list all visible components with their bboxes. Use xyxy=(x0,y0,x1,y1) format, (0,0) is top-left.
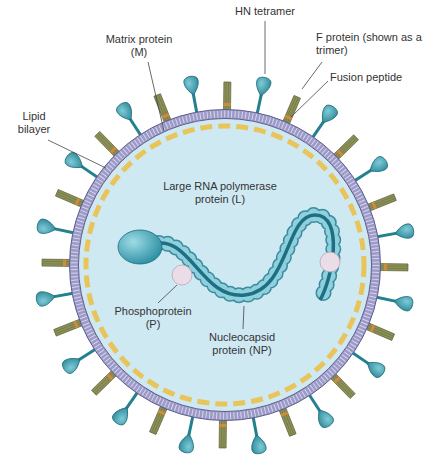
envelope-spikes xyxy=(35,75,415,455)
nucleocapsid xyxy=(150,215,333,300)
part-label: Matrix protein (M) xyxy=(98,33,180,59)
leader-lines xyxy=(48,21,328,329)
phosphoprotein-p xyxy=(172,265,192,285)
virion-interior xyxy=(79,119,371,411)
part-label: HN tetramer xyxy=(225,5,305,18)
part-label: F protein (shown as a trimer) xyxy=(316,31,424,57)
polymerase-l xyxy=(118,230,162,264)
part-label: Nucleocapsid protein (NP) xyxy=(192,331,292,357)
matrix-layer xyxy=(86,126,364,404)
part-label: Fusion peptide xyxy=(330,71,425,84)
part-label: Lipid bilayer xyxy=(8,110,60,136)
part-label: Large RNA polymerase protein (L) xyxy=(145,180,295,206)
part-label: Phosphoprotein (P) xyxy=(112,305,194,331)
lipid-bilayer xyxy=(70,110,381,421)
phosphoprotein-p xyxy=(320,252,340,272)
